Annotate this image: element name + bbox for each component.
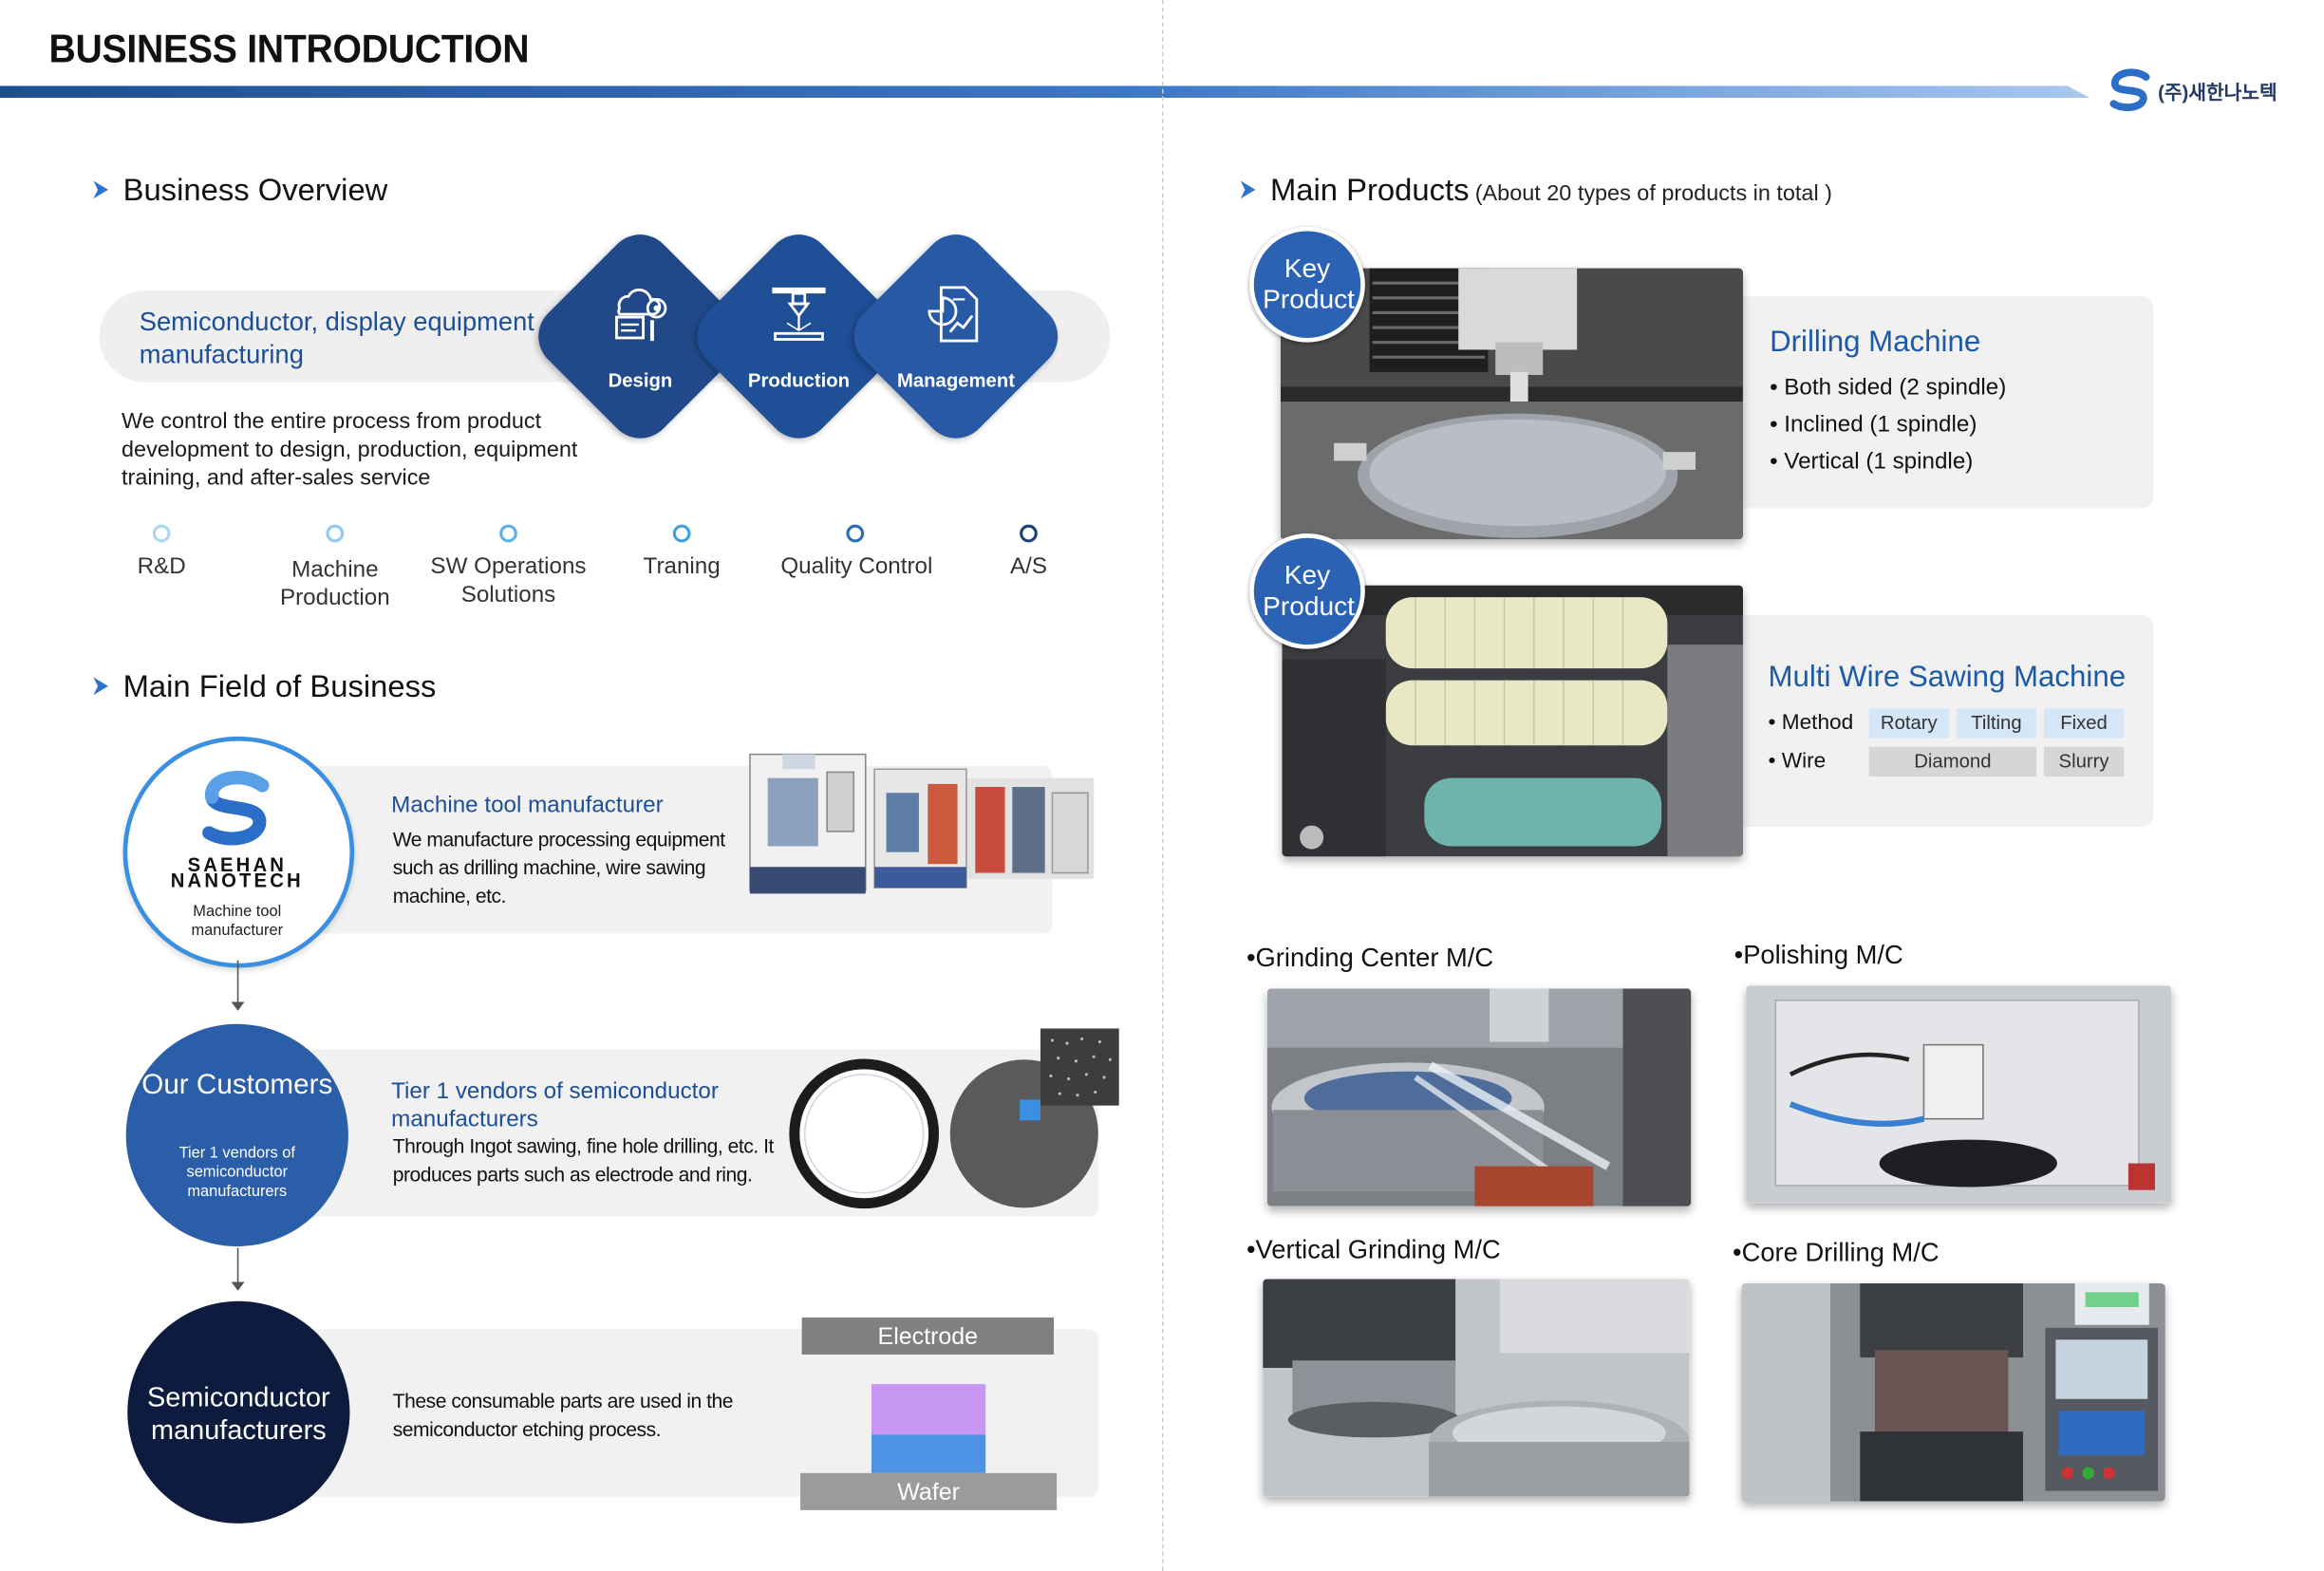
arrow-down-icon	[231, 1281, 245, 1291]
timeline-step-rnd: R&D	[137, 553, 186, 580]
products-heading: Main Products	[1269, 173, 1470, 208]
machine-polishing-label: Polishing M/C	[1743, 939, 1903, 970]
chevron-right-icon	[93, 677, 108, 696]
drilling-title: Drilling Machine	[1770, 326, 1981, 359]
plasma-layer	[871, 1384, 986, 1435]
production-label: Production	[747, 368, 851, 392]
timeline-dot	[1020, 524, 1038, 543]
wafer-bar: Wafer	[800, 1472, 1058, 1510]
method-tag-rotary: Rotary	[1868, 708, 1949, 739]
wire-tag-slurry: Slurry	[2043, 746, 2125, 777]
ring-and-electrode-image	[789, 1028, 1119, 1209]
vertical-grinding-photo	[1263, 1279, 1690, 1497]
design-gear-icon	[615, 288, 667, 342]
design-label: Design	[608, 368, 673, 392]
section-heading-products: Main Products(About 20 types of products…	[1240, 173, 1832, 209]
method-label: Method	[1781, 711, 1854, 736]
machine-lineup-image	[749, 753, 1095, 894]
field-body-semiconductor: These consumable parts are used in the s…	[392, 1390, 734, 1441]
timeline-dot	[326, 524, 345, 543]
wire-saw-title: Multi Wire Sawing Machine	[1768, 661, 2127, 694]
timeline-step-as: A/S	[1009, 553, 1047, 580]
overview-pill-text: Semiconductor, display equipment manufac…	[139, 307, 534, 369]
timeline-step-quality: Quality Control	[780, 553, 933, 580]
timeline-dot	[846, 524, 865, 543]
header-rule	[0, 85, 2090, 99]
flow-arrow	[236, 1247, 239, 1285]
semiconductor-circle	[127, 1300, 350, 1524]
chevron-right-icon	[93, 180, 108, 199]
overview-heading: Business Overview	[122, 173, 388, 208]
timeline-step-sw: SW Operations Solutions	[430, 553, 587, 608]
key-product-label: Key Product	[1263, 560, 1356, 622]
electrode-bar: Electrode	[801, 1317, 1055, 1355]
drilling-bullet-text: Inclined (1 spindle)	[1784, 412, 1977, 438]
process-timeline	[152, 524, 1038, 543]
customers-circle-caption: Tier 1 vendors of semiconductor manufact…	[178, 1144, 295, 1201]
polishing-photo	[1746, 985, 2172, 1204]
core-drilling-photo	[1741, 1282, 2165, 1502]
wire-label: Wire	[1781, 749, 1827, 774]
wire-saw-photo	[1282, 585, 1743, 857]
chevron-right-icon	[1240, 180, 1256, 199]
saehan-brand-wordmark: SAEHAN NANOTECH	[170, 852, 304, 892]
laser-production-icon	[772, 287, 826, 341]
page-divider	[1161, 0, 1164, 1571]
products-subheading: (About 20 types of products in total )	[1474, 180, 1832, 207]
method-tag-fixed: Fixed	[2043, 708, 2125, 739]
machine-core-drilling-label: Core Drilling M/C	[1741, 1237, 1940, 1267]
report-chart-icon	[928, 286, 979, 343]
key-product-badge: Key Product	[1249, 226, 1365, 343]
field-title-machine-tool: Machine tool manufacturer	[391, 793, 664, 818]
wafer-layer	[871, 1434, 986, 1473]
drilling-bullet-3: • Vertical (1 spindle)	[1770, 449, 1974, 475]
saehan-swirl-logo-icon	[202, 771, 270, 846]
machine-vertical-grinding-label: Vertical Grinding M/C	[1255, 1234, 1501, 1264]
section-heading-fields: Main Field of Business	[93, 670, 436, 705]
drilling-bullet-2: • Inclined (1 spindle)	[1770, 412, 1977, 438]
field-title-tier1: Tier 1 vendors of semiconductor manufact…	[391, 1078, 719, 1132]
method-tag-tilting: Tilting	[1956, 708, 2037, 739]
timeline-step-machine-production: Machine Production	[279, 557, 390, 611]
timeline-step-training: Traning	[643, 553, 721, 580]
timeline-dot	[499, 524, 517, 543]
saehan-swirl-logo-icon	[2109, 68, 2150, 112]
management-label: Management	[896, 368, 1016, 392]
key-product-label: Key Product	[1263, 252, 1356, 314]
section-heading-overview: Business Overview	[93, 174, 387, 209]
customers-circle	[125, 1023, 348, 1246]
wire-saw-wire-row: • Wire	[1768, 749, 1827, 774]
key-product-badge: Key Product	[1249, 533, 1365, 649]
machine-grinding-center-heading: •Grinding Center M/C	[1246, 942, 1494, 973]
wire-tag-diamond: Diamond	[1868, 746, 2037, 777]
drilling-bullet-text: Vertical (1 spindle)	[1784, 449, 1974, 475]
field-body-tier1: Through Ingot sawing, fine hole drilling…	[392, 1134, 775, 1186]
drilling-bullet-text: Both sided (2 spindle)	[1784, 374, 2007, 401]
machine-core-drilling-heading: •Core Drilling M/C	[1733, 1237, 1940, 1267]
customers-circle-title: Our Customers	[141, 1070, 333, 1101]
grinding-center-photo	[1266, 988, 1692, 1206]
saehan-circle-caption: Machine tool manufacturer	[191, 902, 284, 940]
machine-grinding-center-label: Grinding Center M/C	[1255, 942, 1494, 973]
machine-vertical-grinding-heading: •Vertical Grinding M/C	[1246, 1234, 1501, 1264]
wire-saw-method-row: • Method	[1768, 711, 1854, 736]
machine-polishing-heading: •Polishing M/C	[1734, 939, 1903, 970]
timeline-dot	[152, 524, 171, 543]
drilling-bullet-1: • Both sided (2 spindle)	[1770, 374, 2007, 401]
drilling-machine-photo	[1280, 268, 1743, 540]
overview-description: We control the entire process from produ…	[122, 408, 578, 491]
semiconductor-circle-title: Semiconductor manufacturers	[147, 1381, 330, 1446]
timeline-dot	[672, 524, 691, 543]
fields-heading: Main Field of Business	[122, 669, 437, 704]
arrow-down-icon	[231, 1001, 245, 1011]
field-body-machine-tool: We manufacture processing equipment such…	[392, 828, 725, 907]
page-title: BUSINESS INTRODUCTION	[48, 27, 530, 71]
brand-name: (주)새한나노텍	[2158, 81, 2277, 104]
flow-arrow	[236, 960, 239, 1005]
